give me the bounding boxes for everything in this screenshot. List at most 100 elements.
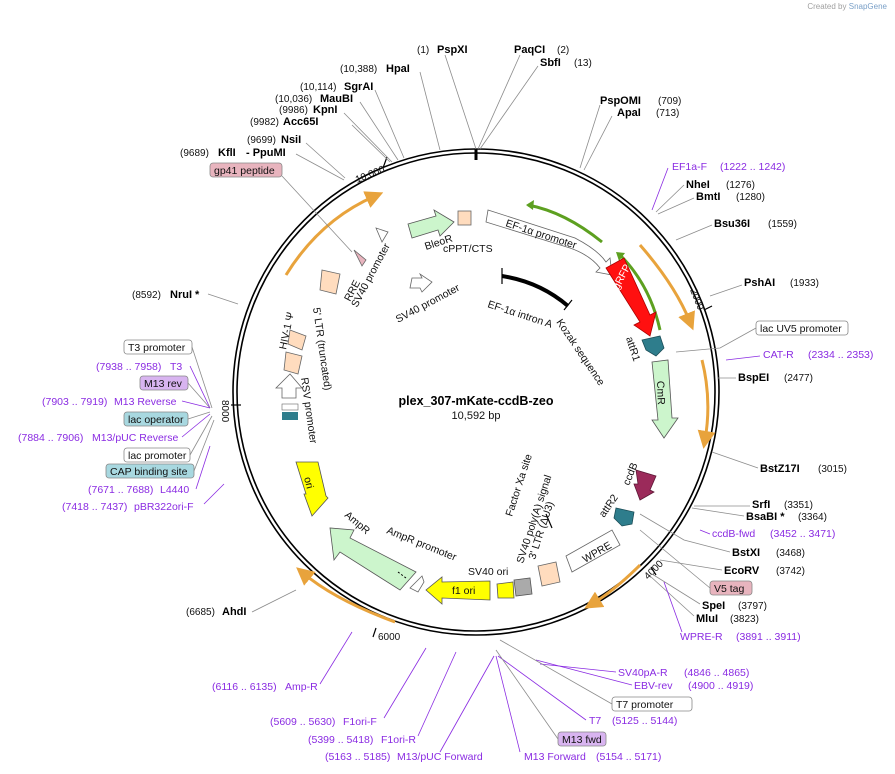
site-name: NsiI [281,134,301,146]
primer-leader [189,365,211,409]
ori-label: ori [301,476,316,490]
primer-leader [203,483,225,505]
site-num: (9699) [247,135,276,146]
ccdb-shape [633,469,657,501]
m13-rev-box-label: M13 rev [144,378,183,390]
primer-arc-ef1a [638,244,695,331]
site-leader [479,65,539,150]
sv40-ori-yellow [496,581,515,599]
site-name: KpnI [313,104,337,116]
primer-name: M13/pUC Reverse [92,432,179,444]
plasmid-size: 10,592 bp [452,410,501,422]
bleor-shape [407,209,455,239]
site-leader [351,124,391,163]
t7-promoter-box-label: T7 promoter [616,699,674,711]
cap-site-leader [193,419,215,472]
attr1-label: attR1 [623,335,642,363]
site-leader [675,224,713,241]
primer-leader [181,413,211,438]
sv40-promoter-1-tri [375,227,389,243]
factor-xa-label: Factor Xa site [503,452,534,517]
site-leader [651,573,701,605]
t3-promoter-box-label: T3 promoter [128,342,186,354]
site-name: SgrAI [344,81,373,93]
lac-promoter-box-label: lac promoter [128,450,187,462]
green-arrowhead [616,252,625,261]
site-num: (9689) [180,148,209,159]
site-leader [374,89,405,159]
kozak-label: Kozak sequence [554,317,607,388]
ampr-promoter-shape [409,575,425,593]
site-leader [649,575,695,617]
site-name: Bsu36I [714,218,750,230]
primer-name: SV40pA-R [618,667,668,679]
primer-leader [725,355,761,361]
site-num: (8592) [132,290,161,301]
site-num: (10,388) [340,64,377,75]
site-leader [444,54,477,150]
ef1a-intron-arc [501,274,570,308]
site-num: (3742) [776,566,805,577]
site-num: (713) [656,108,679,119]
site-name: BstXI [732,547,760,559]
site-name: BsaBI * [746,511,785,523]
right-sites: EF1a-F (1222 .. 1242) NheI (1276) BmtI (… [639,161,873,643]
site-num: (9986) [279,105,308,116]
gp41-leader [281,175,353,253]
primer-range: (6116 .. 6135) [212,681,277,693]
primer-name: M13/pUC Forward [397,751,483,763]
rre-shape [319,269,341,295]
cmr-shape [651,359,679,439]
primer-range: (5609 .. 5630) [270,716,335,728]
site-num: (2) [557,45,569,56]
m13-fwd-box-label: M13 fwd [562,734,602,746]
watermark: Created by SnapGene [807,2,887,11]
primer-name: T3 [170,361,182,373]
left-sites: (8592) NruI * T3 promoter (7938 .. 7958)… [18,289,239,513]
site-num: (13) [574,58,592,69]
lac-promoter-leader [189,415,213,456]
top-sites: (1) PspXI PaqCI (2) SbfI (13) (10,388) H… [180,44,681,181]
primer-leader [181,400,211,409]
primer-range: (2334 .. 2353) [808,349,873,361]
f1-ori-shape [425,576,491,605]
ampr-shape [329,527,417,591]
site-name: PspXI [437,44,468,56]
primer-range: (7938 .. 7958) [96,361,161,373]
primer-range: (5399 .. 5418) [308,734,373,746]
site-leader [477,54,521,150]
site-num: (3468) [776,548,805,559]
site-num: (3364) [798,512,827,523]
site-name: PshAI [744,277,775,289]
attr1-shape [641,335,665,357]
primer-arc-10000 [284,191,384,276]
t3-promoter-leader [191,346,213,409]
m13-rev-leader [187,382,211,409]
ltr3-shape [537,561,561,587]
primer-name: WPRE-R [680,631,723,643]
gp41-box [209,162,283,178]
primer-range: (5154 .. 5171) [596,751,661,763]
lac-operator-leader [187,411,211,420]
site-name: MauBI [320,93,353,105]
primer-leader [699,529,711,535]
ef1a-promoter-label: EF-1α promoter [504,217,578,251]
gp41-box-label: gp41 peptide [214,165,275,177]
primer-name: L4440 [160,484,189,496]
ruler-tick [650,566,657,576]
primer-range: (5163 .. 5185) [325,751,390,763]
site-name: PspOMI [600,95,641,107]
site-name: BmtI [696,191,720,203]
rsv-promoter-label: RSV promoter [298,377,319,445]
m13-fwd-leader [495,649,559,740]
site-name: NruI * [170,289,200,301]
site-num: (6685) [186,607,215,618]
site-leader [359,101,399,161]
primer-leader [651,167,669,211]
ruler-label: 10,000 [354,164,387,186]
v5-tag-leader [639,529,711,589]
site-num: (2477) [784,373,813,384]
site-num: (3015) [818,464,847,475]
site-name: SrfI [752,499,770,511]
